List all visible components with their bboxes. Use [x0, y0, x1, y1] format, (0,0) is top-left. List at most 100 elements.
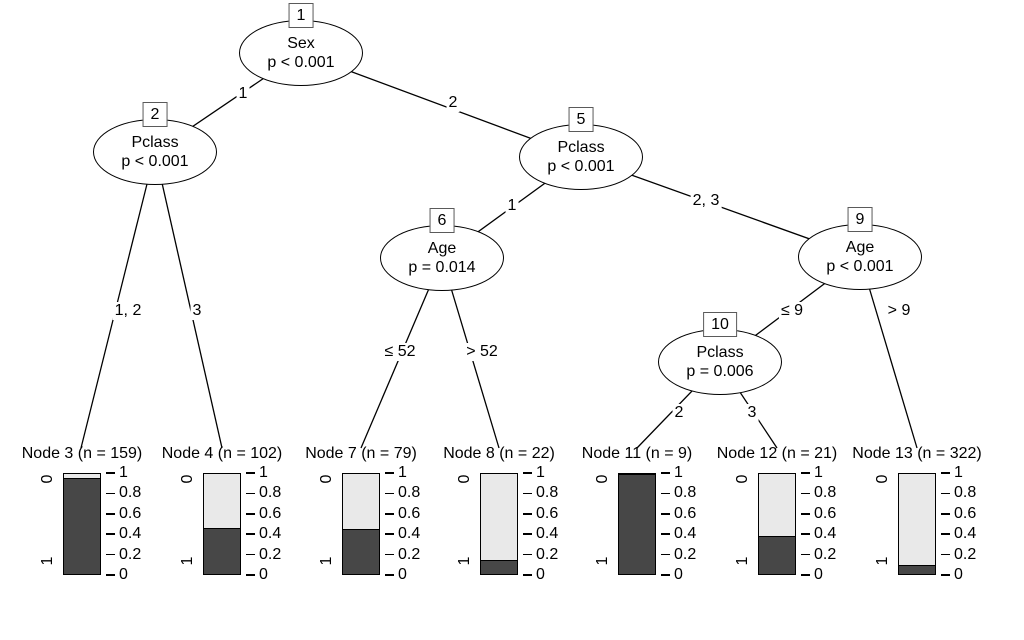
- axis-tick-label: 1: [674, 464, 683, 481]
- axis-tick-label: 0.4: [259, 525, 282, 543]
- node-ellipse: Sex p < 0.001: [239, 20, 363, 86]
- axis-tick-label: 0.8: [398, 484, 421, 502]
- axis-tick: [941, 574, 950, 576]
- stacked-bar: [480, 473, 518, 575]
- node-id-badge: 6: [429, 208, 455, 233]
- axis-tick-label: 0: [536, 566, 545, 583]
- bar-segment-dark: [759, 536, 795, 574]
- bar-segment-dark: [204, 528, 240, 574]
- axis-tick-label: 0.8: [536, 484, 559, 502]
- axis-tick: [385, 492, 394, 495]
- axis-tick: [385, 533, 394, 535]
- tree-edge: [80, 151, 156, 449]
- inner-node-1: Sex p < 0.001 1: [239, 3, 363, 86]
- axis-tick-label: 0: [674, 566, 683, 583]
- p-value: p < 0.001: [267, 54, 335, 71]
- node-id-badge: 5: [568, 107, 594, 132]
- axis-tick-label: 0.2: [119, 545, 142, 563]
- axis-tick-label: 0.4: [814, 525, 837, 543]
- p-value: p = 0.006: [686, 363, 754, 380]
- axis-tick: [106, 533, 115, 535]
- axis-tick-label: 0: [398, 566, 407, 583]
- p-value: p < 0.001: [547, 158, 615, 175]
- stacked-bar: [203, 473, 241, 575]
- axis-tick: [661, 472, 670, 474]
- terminal-node-title: Node 7 (n = 79): [305, 445, 417, 462]
- edge-label: 2: [672, 404, 686, 422]
- axis-tick: [801, 574, 810, 576]
- p-value: p = 0.014: [408, 259, 476, 276]
- category-label-0: 0: [874, 474, 891, 484]
- category-label-1: 1: [594, 556, 611, 566]
- axis-tick-label: 1: [398, 464, 407, 481]
- category-label-0: 0: [318, 474, 335, 484]
- axis-tick: [246, 553, 255, 556]
- split-variable: Pclass: [557, 139, 605, 156]
- axis-tick-label: 0.6: [814, 504, 837, 522]
- p-value: p < 0.001: [121, 153, 189, 170]
- edge-label: 3: [190, 302, 204, 320]
- node-ellipse: Pclass p < 0.001: [93, 119, 217, 185]
- axis-tick-label: 0.6: [954, 504, 977, 522]
- axis-tick-label: 0.2: [674, 545, 697, 563]
- bar-segment-dark: [619, 474, 655, 574]
- bar-segment-dark: [343, 529, 379, 574]
- axis-tick: [385, 553, 394, 556]
- axis-tick-label: 0: [259, 566, 268, 583]
- bar-segment-dark: [899, 565, 935, 574]
- node-ellipse: Pclass p < 0.001: [519, 124, 643, 190]
- category-label-0: 0: [594, 474, 611, 484]
- node-ellipse: Age p < 0.001: [798, 224, 922, 290]
- axis-tick: [523, 513, 532, 515]
- axis-tick: [801, 533, 810, 535]
- category-label-0: 0: [734, 474, 751, 484]
- category-label-1: 1: [734, 556, 751, 566]
- axis-tick-label: 0.2: [954, 545, 977, 563]
- axis-tick: [941, 513, 950, 515]
- axis-tick: [801, 553, 810, 556]
- axis-tick: [661, 533, 670, 535]
- tree-edge: [154, 151, 223, 449]
- axis-tick: [941, 553, 950, 556]
- axis-tick-label: 0.4: [536, 525, 559, 543]
- p-value: p < 0.001: [826, 258, 894, 275]
- axis-tick: [523, 553, 532, 556]
- axis-tick-label: 0.4: [674, 525, 697, 543]
- axis-tick: [941, 472, 950, 474]
- edge-label: 1, 2: [112, 302, 144, 320]
- inner-node-6: Age p = 0.014 6: [380, 208, 504, 291]
- stacked-bar: [898, 473, 936, 575]
- stacked-bar: [63, 473, 101, 575]
- inner-node-10: Pclass p = 0.006 10: [658, 312, 782, 395]
- axis-tick-label: 0.2: [536, 545, 559, 563]
- split-variable: Sex: [287, 35, 315, 52]
- axis-tick-label: 0.6: [536, 504, 559, 522]
- axis-tick-label: 0.8: [954, 484, 977, 502]
- axis-tick: [385, 472, 394, 474]
- axis-tick-label: 0.2: [259, 545, 282, 563]
- node-id-badge: 10: [703, 312, 737, 337]
- axis-tick-label: 0.4: [119, 525, 142, 543]
- category-label-1: 1: [179, 556, 196, 566]
- axis-tick-label: 1: [814, 464, 823, 481]
- inner-node-5: Pclass p < 0.001 5: [519, 107, 643, 190]
- axis-tick-label: 0.6: [674, 504, 697, 522]
- terminal-node-title: Node 8 (n = 22): [443, 445, 555, 462]
- terminal-node-title: Node 3 (n = 159): [21, 445, 143, 462]
- terminal-node-title: Node 12 (n = 21): [716, 445, 838, 462]
- category-label-0: 0: [456, 474, 473, 484]
- category-label-1: 1: [318, 556, 335, 566]
- terminal-node-title: Node 11 (n = 9): [581, 445, 693, 462]
- axis-tick: [801, 472, 810, 474]
- category-label-1: 1: [456, 556, 473, 566]
- axis-tick-label: 0.8: [814, 484, 837, 502]
